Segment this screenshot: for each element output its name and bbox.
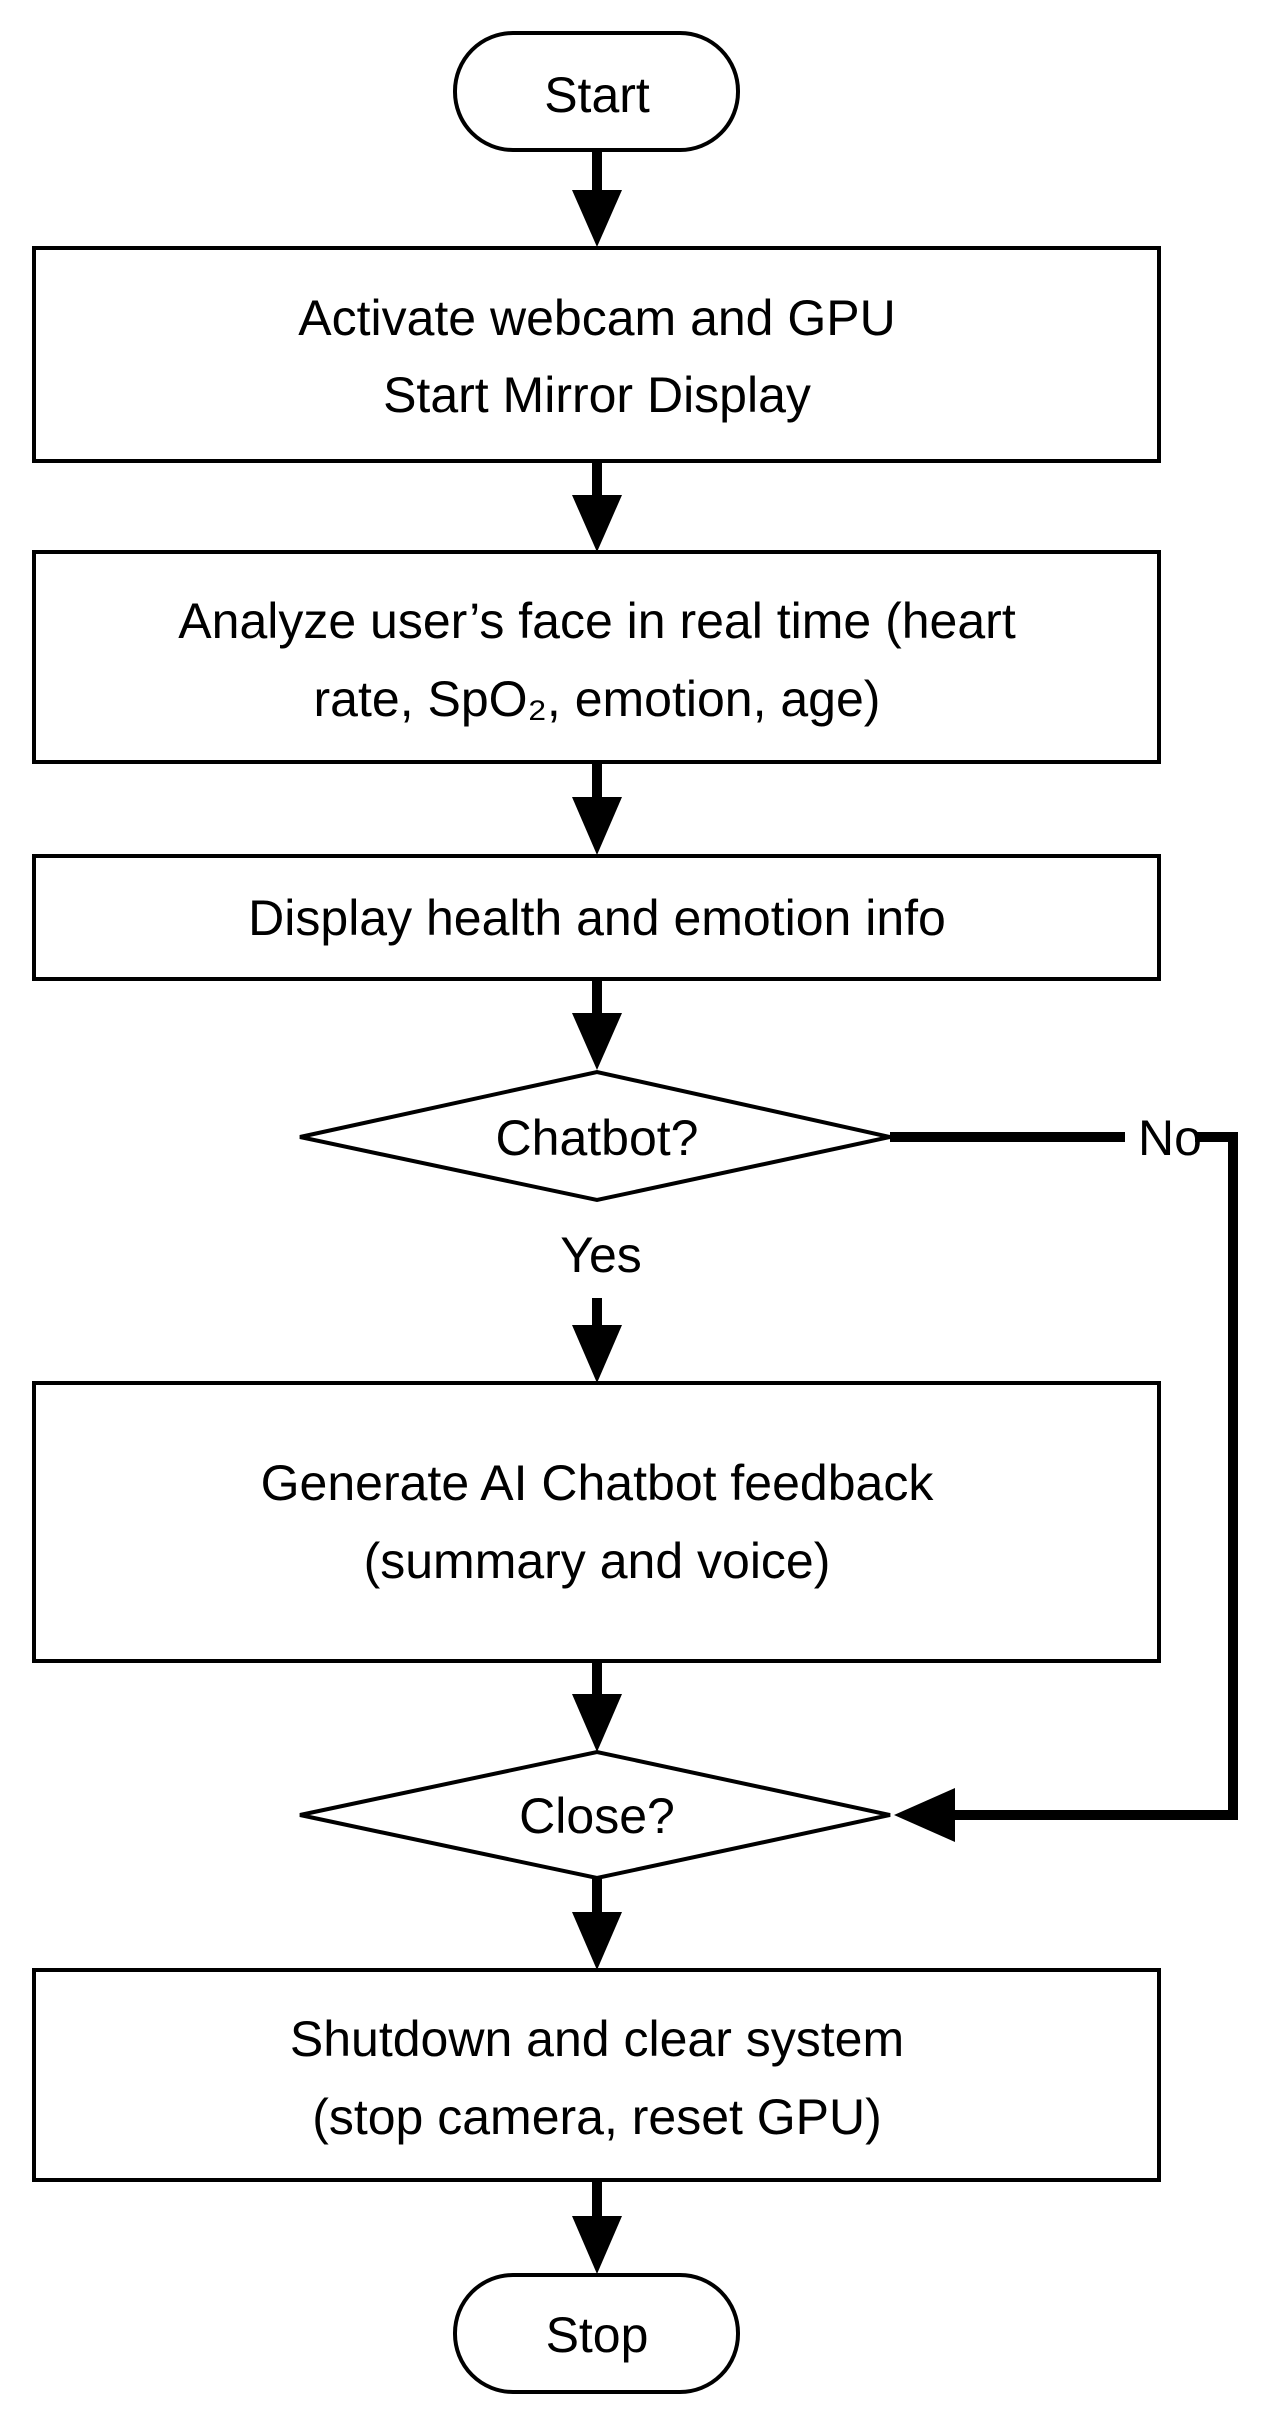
process-shutdown: Shutdown and clear system (stop camera, … [32,1968,1161,2182]
connector-no-branch [890,1132,1238,1842]
step4-line1: Generate AI Chatbot feedback [261,1455,935,1511]
process-analyze-face: Analyze user’s face in real time (heart … [32,550,1161,764]
stop-label: Stop [546,2307,649,2363]
no-label: No [1138,1110,1202,1166]
arrow-step5-to-stop [572,2180,622,2274]
start-terminal: Start [453,31,740,152]
process-activate-webcam: Activate webcam and GPU Start Mirror Dis… [32,246,1161,463]
arrow-step1-to-step2 [572,461,622,552]
step3-line1: Display health and emotion info [248,890,946,946]
decision-chatbot: Chatbot? [299,1069,891,1203]
yes-label: Yes [560,1227,642,1283]
step1-line1: Activate webcam and GPU [298,290,896,346]
step5-line1: Shutdown and clear system [290,2011,904,2067]
stop-terminal: Stop [453,2273,740,2394]
arrow-decision1-to-step4 [572,1298,622,1383]
step5-line2: (stop camera, reset GPU) [312,2089,882,2145]
arrow-decision2-to-step5 [572,1878,622,1970]
step2-line1: Analyze user’s face in real time (heart [178,593,1016,649]
step4-line2: (summary and voice) [364,1533,831,1589]
step1-line2: Start Mirror Display [383,367,811,423]
process-generate-feedback: Generate AI Chatbot feedback (summary an… [32,1381,1161,1663]
start-label: Start [544,67,650,123]
arrow-step3-to-decision1 [572,979,622,1070]
decision1-label: Chatbot? [496,1110,699,1166]
process-display-info: Display health and emotion info [32,854,1161,981]
decision-close: Close? [299,1749,891,1881]
arrow-start-to-step1 [572,150,622,247]
decision2-label: Close? [519,1788,675,1844]
arrow-step2-to-step3 [572,762,622,855]
arrow-step4-to-decision2 [572,1661,622,1752]
step2-line2: rate, SpO₂, emotion, age) [314,671,881,727]
